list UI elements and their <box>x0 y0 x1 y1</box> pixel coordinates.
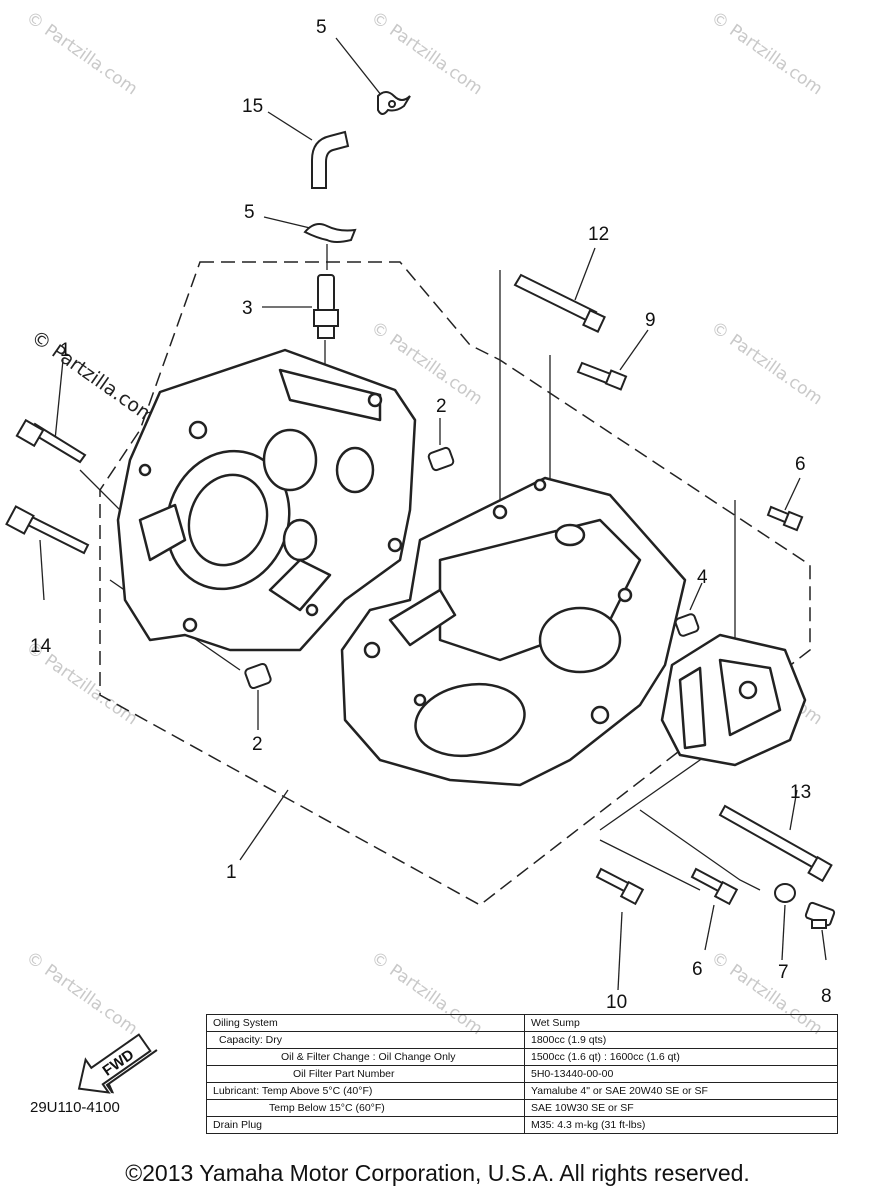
callout-15: 15 <box>242 96 263 117</box>
copyright-notice: ©2013 Yamaha Motor Corporation, U.S.A. A… <box>125 1160 750 1186</box>
spec-label: Capacity: Dry <box>206 1031 525 1049</box>
callout-5: 5 <box>244 202 255 223</box>
bolt-11 <box>15 418 87 464</box>
bolt-13 <box>718 804 833 883</box>
spec-label: Temp Below 15°C (60°F) <box>206 1099 525 1117</box>
corner-watermark: © Partzilla.com <box>27 326 160 428</box>
dowel-4 <box>674 613 700 637</box>
table-row: Capacity: Dry 1800cc (1.9 qts) <box>206 1031 838 1049</box>
spec-value: M35: 4.3 m-kg (31 ft-lbs) <box>524 1116 838 1134</box>
watermark-text: © Partzilla.com <box>22 948 141 1040</box>
right-crankcase <box>340 476 687 787</box>
table-row: Drain Plug M35: 4.3 m-kg (31 ft-lbs) <box>206 1116 838 1134</box>
dowels <box>244 446 700 690</box>
bolt-6a <box>766 505 804 532</box>
oil-pump-cover <box>660 633 807 767</box>
spec-value: 5H0-13440-00-00 <box>524 1065 838 1083</box>
callout-2: 2 <box>252 734 263 755</box>
clip-top <box>377 91 411 115</box>
assembly-outline <box>99 261 811 906</box>
drain-plug-8 <box>804 901 836 929</box>
callout-1: 1 <box>226 862 237 883</box>
callout-6: 6 <box>692 959 703 980</box>
spec-value: Yamalube 4" or SAE 20W40 SE or SF <box>524 1082 838 1100</box>
dowel-2b <box>244 662 272 690</box>
callout-4: 4 <box>697 567 708 588</box>
diagram-code: 29U110-4100 <box>30 1099 120 1116</box>
callout-9: 9 <box>645 310 656 331</box>
callout-12: 12 <box>588 224 609 245</box>
watermark-text: © Partzilla.com <box>367 8 486 100</box>
fwd-arrow-icon: FWD <box>77 1033 158 1094</box>
dowel-2a <box>427 446 455 472</box>
spec-value: 1500cc (1.6 qt) : 1600cc (1.6 qt) <box>524 1048 838 1066</box>
spec-label: Oiling System <box>206 1014 525 1032</box>
bolt-6b <box>690 867 739 906</box>
callouts: 5 15 5 3 12 9 1 2 6 14 4 2 13 1 6 7 8 10 <box>30 17 832 1013</box>
callout-14: 14 <box>30 636 52 657</box>
hose <box>311 130 350 189</box>
spec-value: 1800cc (1.9 qts) <box>524 1031 838 1049</box>
callout-10: 10 <box>606 992 627 1013</box>
table-row: Oil Filter Part Number 5H0-13440-00-00 <box>206 1065 838 1083</box>
oil-spec-table: Oiling System Wet Sump Capacity: Dry 180… <box>206 1014 838 1134</box>
spec-label: Oil & Filter Change : Oil Change Only <box>206 1048 525 1066</box>
left-crankcase <box>116 348 417 652</box>
bolt-14 <box>5 505 90 555</box>
bolt-12 <box>513 273 606 333</box>
table-row: Lubricant: Temp Above 5°C (40°F) Yamalub… <box>206 1082 838 1100</box>
callout-1: 1 <box>60 340 71 361</box>
table-row: Oiling System Wet Sump <box>206 1014 838 1032</box>
watermark-text: © Partzilla.com <box>707 8 826 100</box>
watermark-text: © Partzilla.com <box>22 8 141 100</box>
spec-label: Drain Plug <box>206 1116 525 1134</box>
table-row: Oil & Filter Change : Oil Change Only 15… <box>206 1048 838 1066</box>
callout-6: 6 <box>795 454 806 475</box>
bolts <box>5 273 833 906</box>
callout-3: 3 <box>242 298 253 319</box>
spec-label: Lubricant: Temp Above 5°C (40°F) <box>206 1082 525 1100</box>
table-row: Temp Below 15°C (60°F) SAE 10W30 SE or S… <box>206 1099 838 1117</box>
spec-label: Oil Filter Part Number <box>206 1065 525 1083</box>
callout-13: 13 <box>790 782 811 803</box>
callout-5: 5 <box>316 17 327 38</box>
bolt-9 <box>576 361 628 391</box>
breather-fitting <box>313 274 339 339</box>
callout-8: 8 <box>821 986 832 1007</box>
washer-7 <box>774 883 796 903</box>
callout-2: 2 <box>436 396 447 417</box>
watermark-text: © Partzilla.com <box>707 318 826 410</box>
callout-7: 7 <box>778 962 789 983</box>
clip-middle <box>303 223 357 243</box>
spec-value: Wet Sump <box>524 1014 838 1032</box>
spec-value: SAE 10W30 SE or SF <box>524 1099 838 1117</box>
bolt-10 <box>595 867 645 906</box>
